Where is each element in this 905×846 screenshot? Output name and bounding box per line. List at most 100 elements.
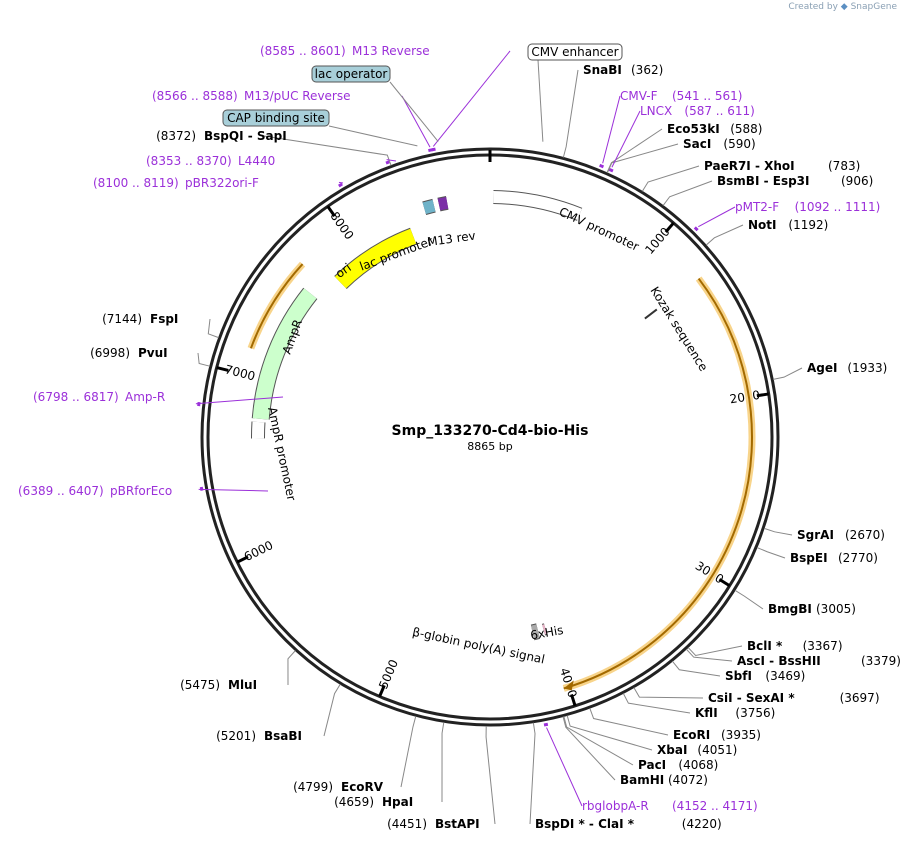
enzyme-site-20[interactable]: (4451)BstAPI [387, 817, 479, 831]
feature-label-m13-rev: M13 rev [426, 228, 476, 249]
enzyme-name: PacI [638, 758, 666, 772]
m13-rev-feature[interactable] [437, 196, 449, 211]
ampr-feature[interactable] [252, 288, 317, 420]
enzyme-position: (3697) [840, 691, 880, 705]
enzyme-name: BspQI - SapI [204, 129, 287, 143]
his-tag-feature[interactable] [542, 624, 547, 635]
primer-3[interactable]: rbglobpA-R(4152 .. 4171) [582, 799, 758, 813]
leader-lines [195, 50, 803, 825]
ori-feature[interactable] [334, 228, 417, 289]
primer-7[interactable]: (8353 .. 8370)L4440 [146, 154, 275, 168]
enzyme-position: (4799) [293, 780, 333, 794]
primer-4[interactable]: (6389 .. 6407)pBRforEco [18, 484, 172, 498]
enzyme-position: (7144) [102, 312, 142, 326]
boxed-feature-frame [222, 109, 330, 127]
primer-range: (6389 .. 6407) [18, 484, 104, 498]
primer-5[interactable]: (6798 .. 6817)Amp-R [33, 390, 165, 404]
boxed-feature-name: lac operator [315, 67, 388, 81]
orf-arrow-icon [563, 680, 574, 691]
primer-leader-7 [386, 159, 397, 162]
primer-2[interactable]: pMT2-F(1092 .. 1111) [735, 200, 880, 214]
primer-mark-2[interactable] [693, 226, 699, 232]
enzyme-position: (783) [828, 159, 860, 173]
enzyme-position: (362) [631, 63, 663, 77]
enzyme-site-0[interactable]: SnaBI (362) [583, 63, 663, 77]
boxed-feature-name: CAP binding site [227, 111, 325, 125]
primer-mark-6[interactable] [338, 182, 343, 188]
tick-3000 [718, 578, 731, 587]
lac-promoter-feature[interactable] [422, 199, 436, 215]
enzyme-leader-18 [562, 716, 616, 781]
primer-leader-3 [546, 727, 583, 807]
primer-0[interactable]: CMV-F(541 .. 561) [620, 89, 742, 103]
primer-mark-7[interactable] [385, 160, 390, 165]
enzyme-name: KflI [695, 706, 718, 720]
boxed-feature-name: CMV enhancer [531, 45, 618, 59]
enzyme-position: (1192) [788, 218, 828, 232]
primer-9[interactable]: (8585 .. 8601)M13 Reverse [260, 44, 430, 58]
enzyme-name: PaeR7I - XhoI [704, 159, 795, 173]
features-layer [197, 147, 756, 727]
primer-mark-9[interactable] [431, 147, 436, 152]
polya-feature[interactable] [531, 624, 540, 640]
enzyme-site-5[interactable]: NotI(1192) [748, 218, 828, 232]
boxed-feature-1[interactable]: lac operator [311, 65, 391, 83]
boxed-feature-0[interactable]: CMV enhancer [527, 43, 623, 61]
enzyme-leader-9 [734, 589, 764, 610]
enzyme-leader-16 [566, 715, 653, 751]
enzyme-site-16[interactable]: XbaI(4051) [657, 743, 737, 757]
enzyme-site-21[interactable]: (4659)HpaI [334, 795, 413, 809]
enzyme-position: (2670) [845, 528, 885, 542]
enzyme-site-2[interactable]: SacI(590) [683, 137, 756, 151]
ampr-orf-arc[interactable] [249, 263, 304, 349]
enzyme-site-7[interactable]: SgrAI(2670) [797, 528, 885, 542]
enzyme-site-25[interactable]: (6998)PvuI [90, 346, 168, 360]
enzyme-site-14[interactable]: KflI(3756) [695, 706, 775, 720]
enzyme-site-15[interactable]: EcoRI(3935) [673, 728, 761, 742]
enzyme-site-26[interactable]: (7144)FspI [102, 312, 178, 326]
orf-arc[interactable] [563, 277, 753, 690]
enzyme-leader-3 [641, 165, 700, 192]
tick-label-7000: 7000 [224, 362, 257, 383]
enzyme-leader-8 [756, 547, 786, 559]
enzyme-site-27[interactable]: (8372)BspQI - SapI [156, 129, 287, 143]
tick-7000 [216, 366, 229, 372]
enzyme-site-10[interactable]: BclI *(3367) [747, 639, 843, 653]
enzyme-site-3[interactable]: PaeR7I - XhoI (783) [704, 159, 860, 173]
enzyme-position: (4068) [678, 758, 718, 772]
primer-leader-8 [401, 95, 431, 148]
primer-mark-4[interactable] [199, 486, 204, 491]
enzyme-site-8[interactable]: BspEI(2770) [790, 551, 878, 565]
enzyme-leader-27 [263, 135, 392, 166]
kozak-feature[interactable] [644, 308, 658, 320]
enzyme-name: SnaBI [583, 63, 622, 77]
primer-1[interactable]: LNCX(587 .. 611) [640, 104, 755, 118]
boxed-feature-2[interactable]: CAP binding site [222, 109, 330, 127]
enzyme-site-13[interactable]: CsiI - SexAI * (3697) [708, 691, 880, 705]
enzyme-site-22[interactable]: (4799)EcoRV [293, 780, 384, 794]
enzyme-site-17[interactable]: PacI (4068) [638, 758, 718, 772]
primer-mark-3[interactable] [543, 722, 549, 727]
enzyme-site-12[interactable]: SbfI(3469) [725, 669, 805, 683]
enzyme-name: CsiI - SexAI * [708, 691, 795, 705]
enzyme-site-1[interactable]: Eco53kI(588) [667, 122, 762, 136]
enzyme-site-11[interactable]: AscI - BssHII(3379) [737, 654, 901, 668]
enzyme-site-19[interactable]: BspDI * - ClaI *(4220) [535, 817, 722, 831]
primer-6[interactable]: (8100 .. 8119)pBR322ori-F [93, 176, 259, 190]
primer-mark-0[interactable] [599, 163, 605, 169]
tick-8000 [326, 205, 336, 218]
enzyme-site-23[interactable]: (5201)BsaBI [216, 729, 302, 743]
enzyme-site-4[interactable]: BsmBI - Esp3I(906) [717, 174, 873, 188]
enzyme-site-24[interactable]: (5475)MluI [180, 678, 257, 692]
plasmid-length: 8865 bp [467, 440, 512, 453]
primer-8[interactable]: (8566 .. 8588)M13/pUC Reverse [152, 89, 351, 103]
primer-mark-8[interactable] [428, 148, 434, 153]
enzyme-site-6[interactable]: AgeI(1933) [807, 361, 887, 375]
cmv-promoter-feature[interactable] [493, 191, 582, 220]
labels-layer: SnaBI (362) Eco53kI(588)SacI(590) PaeR7I - … [18, 43, 901, 831]
enzyme-site-18[interactable]: BamHI(4072) [620, 773, 708, 787]
enzyme-site-9[interactable]: BmgBI(3005) [768, 602, 856, 616]
primer-name: rbglobpA-R [582, 799, 649, 813]
